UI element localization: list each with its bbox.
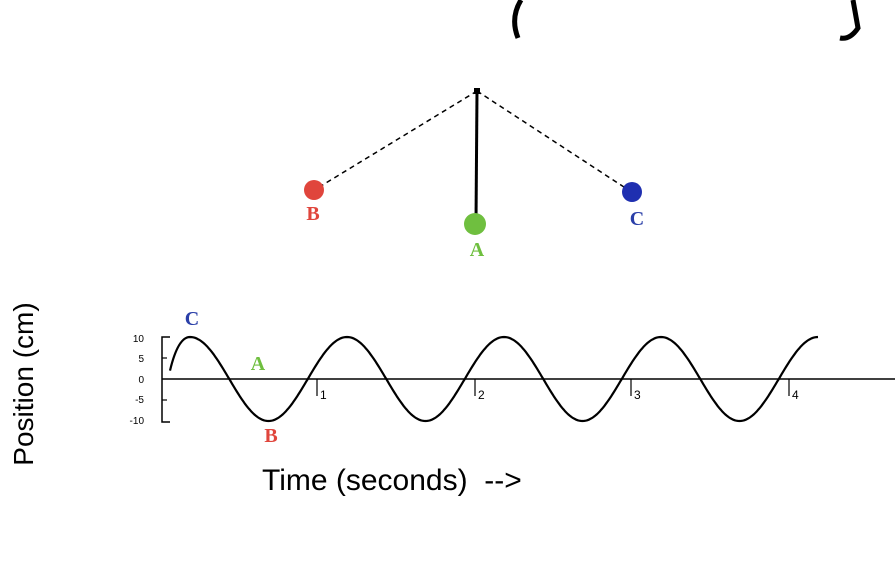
y-axis-label: Position (cm) — [8, 302, 39, 465]
pendulum: B A C — [304, 88, 644, 261]
position-time-graph: Position (cm) 10 5 0 -5 -10 1 2 3 4 C A … — [8, 302, 895, 497]
label-b: B — [306, 203, 319, 225]
y-tick-10: 10 — [133, 334, 145, 345]
y-tick-0: 0 — [138, 375, 144, 386]
x-tick-4: 4 — [792, 388, 799, 402]
x-tick-1: 1 — [320, 388, 327, 402]
marker-c: C — [185, 308, 199, 330]
marker-a: A — [251, 353, 266, 375]
y-tick-minus-10: -10 — [130, 416, 145, 427]
string-to-b — [315, 90, 478, 190]
x-tick-3: 3 — [634, 388, 641, 402]
y-tick-5: 5 — [138, 354, 144, 365]
cropped-title-fragment — [512, 0, 861, 41]
x-axis-label: Time (seconds) --> — [262, 464, 522, 497]
string-to-a — [474, 90, 479, 223]
position-wave — [168, 335, 819, 423]
label-a: A — [470, 239, 485, 261]
bob-c — [622, 182, 642, 202]
marker-b: B — [264, 425, 277, 447]
x-tick-2: 2 — [478, 388, 485, 402]
string-to-c — [476, 90, 631, 192]
bob-b — [304, 180, 324, 200]
bob-a — [464, 213, 486, 235]
y-tick-minus-5: -5 — [135, 395, 144, 406]
label-c: C — [630, 208, 644, 230]
